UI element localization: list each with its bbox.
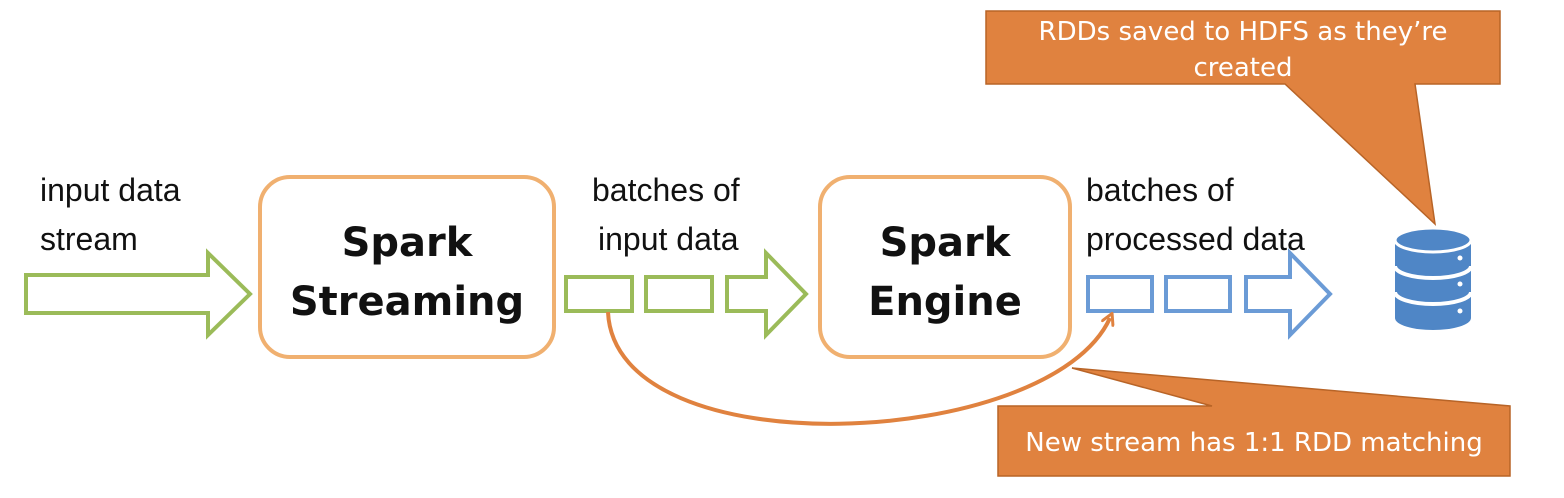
processed-batch-2 xyxy=(1164,275,1232,313)
hdfs-callout-text-line1: RDDs saved to HDFS as they’re xyxy=(1039,17,1448,47)
input-stream-label-line2: stream xyxy=(40,221,138,257)
input-batches-label-line1: batches of xyxy=(592,172,740,208)
processed-batches-arrow xyxy=(1244,248,1333,340)
input-batches-arrow xyxy=(725,248,809,340)
input-batches-label-line2: input data xyxy=(598,221,739,257)
spark-engine-title-line1: Spark xyxy=(880,220,1012,266)
rdd-matching-callout xyxy=(997,367,1511,477)
hdfs-callout-text-line2: created xyxy=(1193,53,1292,83)
input-batch-2 xyxy=(644,275,714,313)
rdd-matching-callout-text: New stream has 1:1 RDD matching xyxy=(1025,428,1483,458)
spark-engine-title-line2: Engine xyxy=(868,279,1022,325)
spark-streaming-title-line2: Streaming xyxy=(290,279,524,325)
processed-batch-1 xyxy=(1086,275,1154,313)
processed-batches-label-line2: processed data xyxy=(1086,221,1305,257)
input-stream-arrow xyxy=(24,248,253,340)
database-icon xyxy=(1393,226,1473,330)
rdd-matching-curve-arrow xyxy=(606,311,1110,426)
hdfs-callout xyxy=(985,10,1501,226)
spark-streaming-box xyxy=(258,175,556,359)
spark-engine-box xyxy=(818,175,1072,359)
spark-streaming-title-line1: Spark xyxy=(342,220,474,266)
input-stream-label-line1: input data xyxy=(40,172,181,208)
input-batch-1 xyxy=(564,275,634,313)
processed-batches-label-line1: batches of xyxy=(1086,172,1234,208)
